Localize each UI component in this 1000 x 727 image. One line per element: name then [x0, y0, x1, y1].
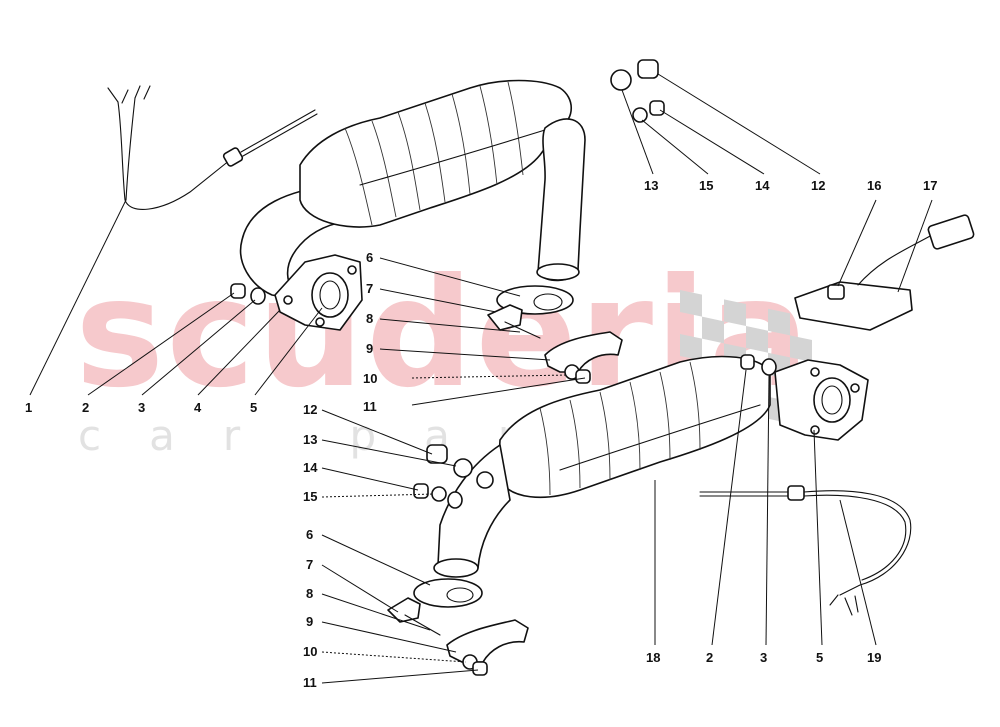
upper-washer-15 — [632, 107, 648, 123]
lower-clamp-half-b — [446, 619, 529, 663]
callout-1-upper: 1 — [25, 400, 32, 415]
upper-catalyst-assembly — [230, 79, 586, 331]
callout-16: 16 — [867, 178, 881, 193]
lower-nut-2 — [740, 354, 755, 370]
callout-10-upper: 10 — [363, 371, 377, 386]
callout-11-lower: 11 — [303, 675, 317, 690]
callout-3-upper: 3 — [138, 400, 145, 415]
lower-clamp-assembly — [387, 578, 529, 676]
callout-7-lower: 7 — [306, 557, 313, 572]
connector-nut-16 — [827, 284, 845, 300]
callout-12-lower: 12 — [303, 402, 317, 417]
lower-washer-15 — [431, 486, 447, 502]
callout-4-upper: 4 — [194, 400, 202, 415]
connector-plug-17 — [927, 214, 975, 250]
callout-19: 19 — [867, 650, 881, 665]
callout-7-upper: 7 — [366, 281, 373, 296]
callout-6-lower: 6 — [306, 527, 313, 542]
upper-catalyst-body — [299, 79, 573, 228]
callout-15-lower: 15 — [303, 489, 317, 504]
upper-plug-14 — [649, 100, 665, 116]
callout-5-lower: 5 — [816, 650, 823, 665]
upper-right-fittings — [610, 59, 665, 123]
callout-14-upper: 14 — [755, 178, 770, 193]
lower-plug-12 — [426, 444, 448, 464]
lower-left-fittings — [413, 444, 473, 509]
callout-8-upper: 8 — [366, 311, 373, 326]
callout-5-upper: 5 — [250, 400, 257, 415]
callout-18: 18 — [646, 650, 660, 665]
upper-outlet-pipe — [537, 118, 586, 282]
callout-labels: 1 2 3 4 5 6 7 8 9 10 11 13 15 14 12 16 1… — [25, 178, 937, 690]
lower-plug-14 — [413, 483, 429, 499]
callout-9-lower: 9 — [306, 614, 313, 629]
callout-15-upper: 15 — [699, 178, 713, 193]
lower-washer-3 — [761, 358, 777, 376]
upper-lambda-sensor — [107, 85, 318, 210]
callout-17: 17 — [923, 178, 937, 193]
lower-clamp-half-a — [387, 597, 421, 623]
upper-nut-2 — [230, 283, 246, 299]
callout-13-upper: 13 — [644, 178, 658, 193]
callout-11-upper: 11 — [363, 399, 377, 414]
callout-3-lower: 3 — [760, 650, 767, 665]
callout-9-upper: 9 — [366, 341, 373, 356]
lower-washer-13 — [453, 458, 473, 478]
callout-14-lower: 14 — [303, 460, 318, 475]
lower-lambda-sensor — [699, 485, 912, 616]
callout-2-lower: 2 — [706, 650, 713, 665]
upper-clamp-assembly — [487, 285, 623, 384]
upper-plug-12 — [637, 59, 659, 79]
callout-2-upper: 2 — [82, 400, 89, 415]
connector-bracket — [794, 281, 913, 331]
upper-washer-13 — [610, 69, 632, 91]
callout-8-lower: 8 — [306, 586, 313, 601]
upper-flange-bore — [311, 272, 349, 318]
callout-10-lower: 10 — [303, 644, 317, 659]
callout-6-upper: 6 — [366, 250, 373, 265]
lower-inlet-end — [433, 558, 479, 578]
upper-clamp-half-a — [487, 304, 523, 331]
callout-13-lower: 13 — [303, 432, 317, 447]
callout-12-upper: 12 — [811, 178, 825, 193]
leader-lines — [29, 73, 933, 684]
upper-outlet-end — [536, 263, 580, 281]
lower-catalyst-body — [497, 355, 771, 499]
lower-catalyst-assembly — [433, 354, 869, 578]
sensor-connector-assembly — [794, 214, 975, 331]
